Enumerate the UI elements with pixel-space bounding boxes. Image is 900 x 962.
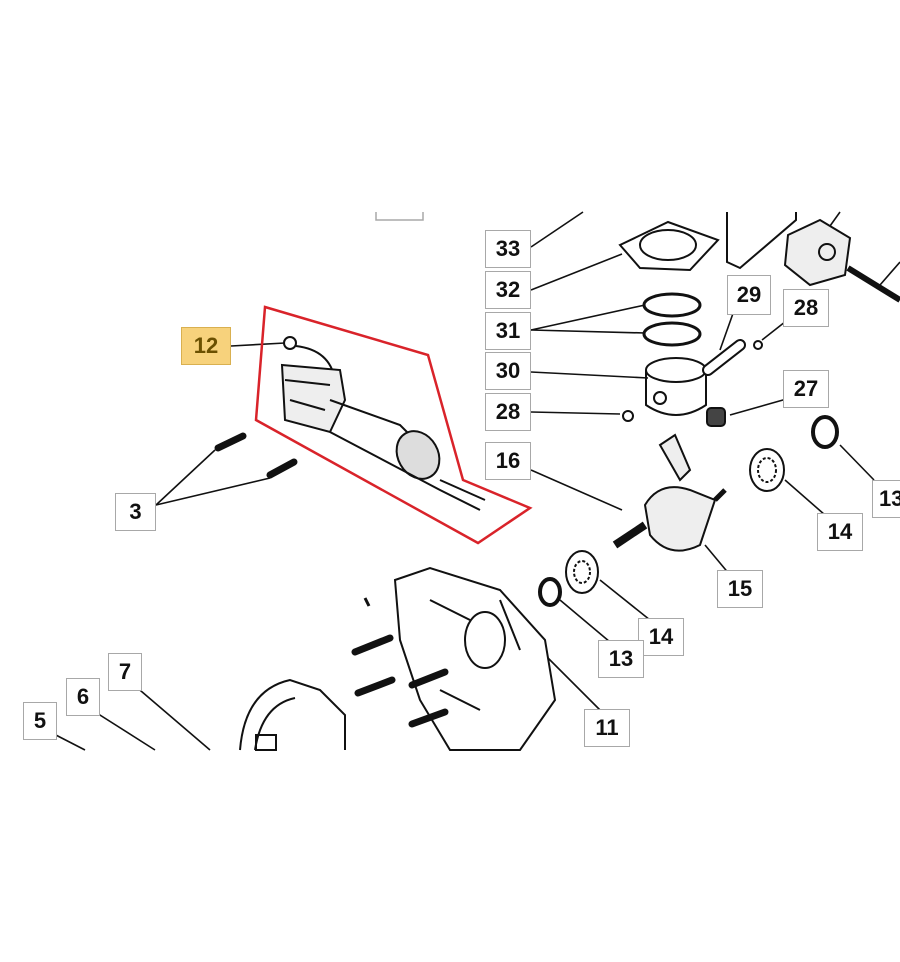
callout-13[interactable]: 13 xyxy=(598,640,644,678)
callout-16[interactable]: 16 xyxy=(485,442,531,480)
callout-14-right[interactable]: 14 xyxy=(817,513,863,551)
callout-3[interactable]: 3 xyxy=(115,493,156,531)
callout-27[interactable]: 27 xyxy=(783,370,829,408)
screws xyxy=(214,432,449,728)
piston-ring-part xyxy=(642,292,702,318)
callout-13-right[interactable]: 13 xyxy=(872,480,900,518)
ignition-coil-part xyxy=(280,336,486,511)
callout-11[interactable]: 11 xyxy=(584,709,630,747)
ball-bearing-part xyxy=(749,448,785,492)
callout-29[interactable]: 29 xyxy=(727,275,771,315)
callout-30[interactable]: 30 xyxy=(485,352,531,390)
cylinder-part xyxy=(726,212,797,270)
circlip-part xyxy=(622,410,634,422)
piston-part xyxy=(645,357,707,416)
circlip-part xyxy=(753,340,763,350)
oil-seal-part xyxy=(538,577,562,607)
cylinder-gasket-part xyxy=(618,220,720,272)
partial-callout-box xyxy=(375,212,424,221)
callout-28[interactable]: 28 xyxy=(485,393,531,431)
piston-ring-part xyxy=(642,321,702,347)
callout-33[interactable]: 33 xyxy=(485,230,531,268)
flywheel-part xyxy=(239,678,346,751)
ball-bearing-part xyxy=(565,550,599,594)
callout-5[interactable]: 5 xyxy=(23,702,57,740)
highlight-outline xyxy=(254,305,533,545)
callout-7[interactable]: 7 xyxy=(108,653,142,691)
intake-part xyxy=(783,218,900,303)
crankshaft-part xyxy=(612,433,727,552)
callout-31[interactable]: 31 xyxy=(485,312,531,350)
callout-6[interactable]: 6 xyxy=(66,678,100,716)
callout-28-right[interactable]: 28 xyxy=(783,289,829,327)
oil-seal-part xyxy=(811,415,839,449)
crankcase-part xyxy=(393,566,557,751)
callout-12-highlighted[interactable]: 12 xyxy=(181,327,231,365)
callout-14[interactable]: 14 xyxy=(638,618,684,656)
needle-bearing-part xyxy=(706,407,726,427)
callout-32[interactable]: 32 xyxy=(485,271,531,309)
callout-15[interactable]: 15 xyxy=(717,570,763,608)
